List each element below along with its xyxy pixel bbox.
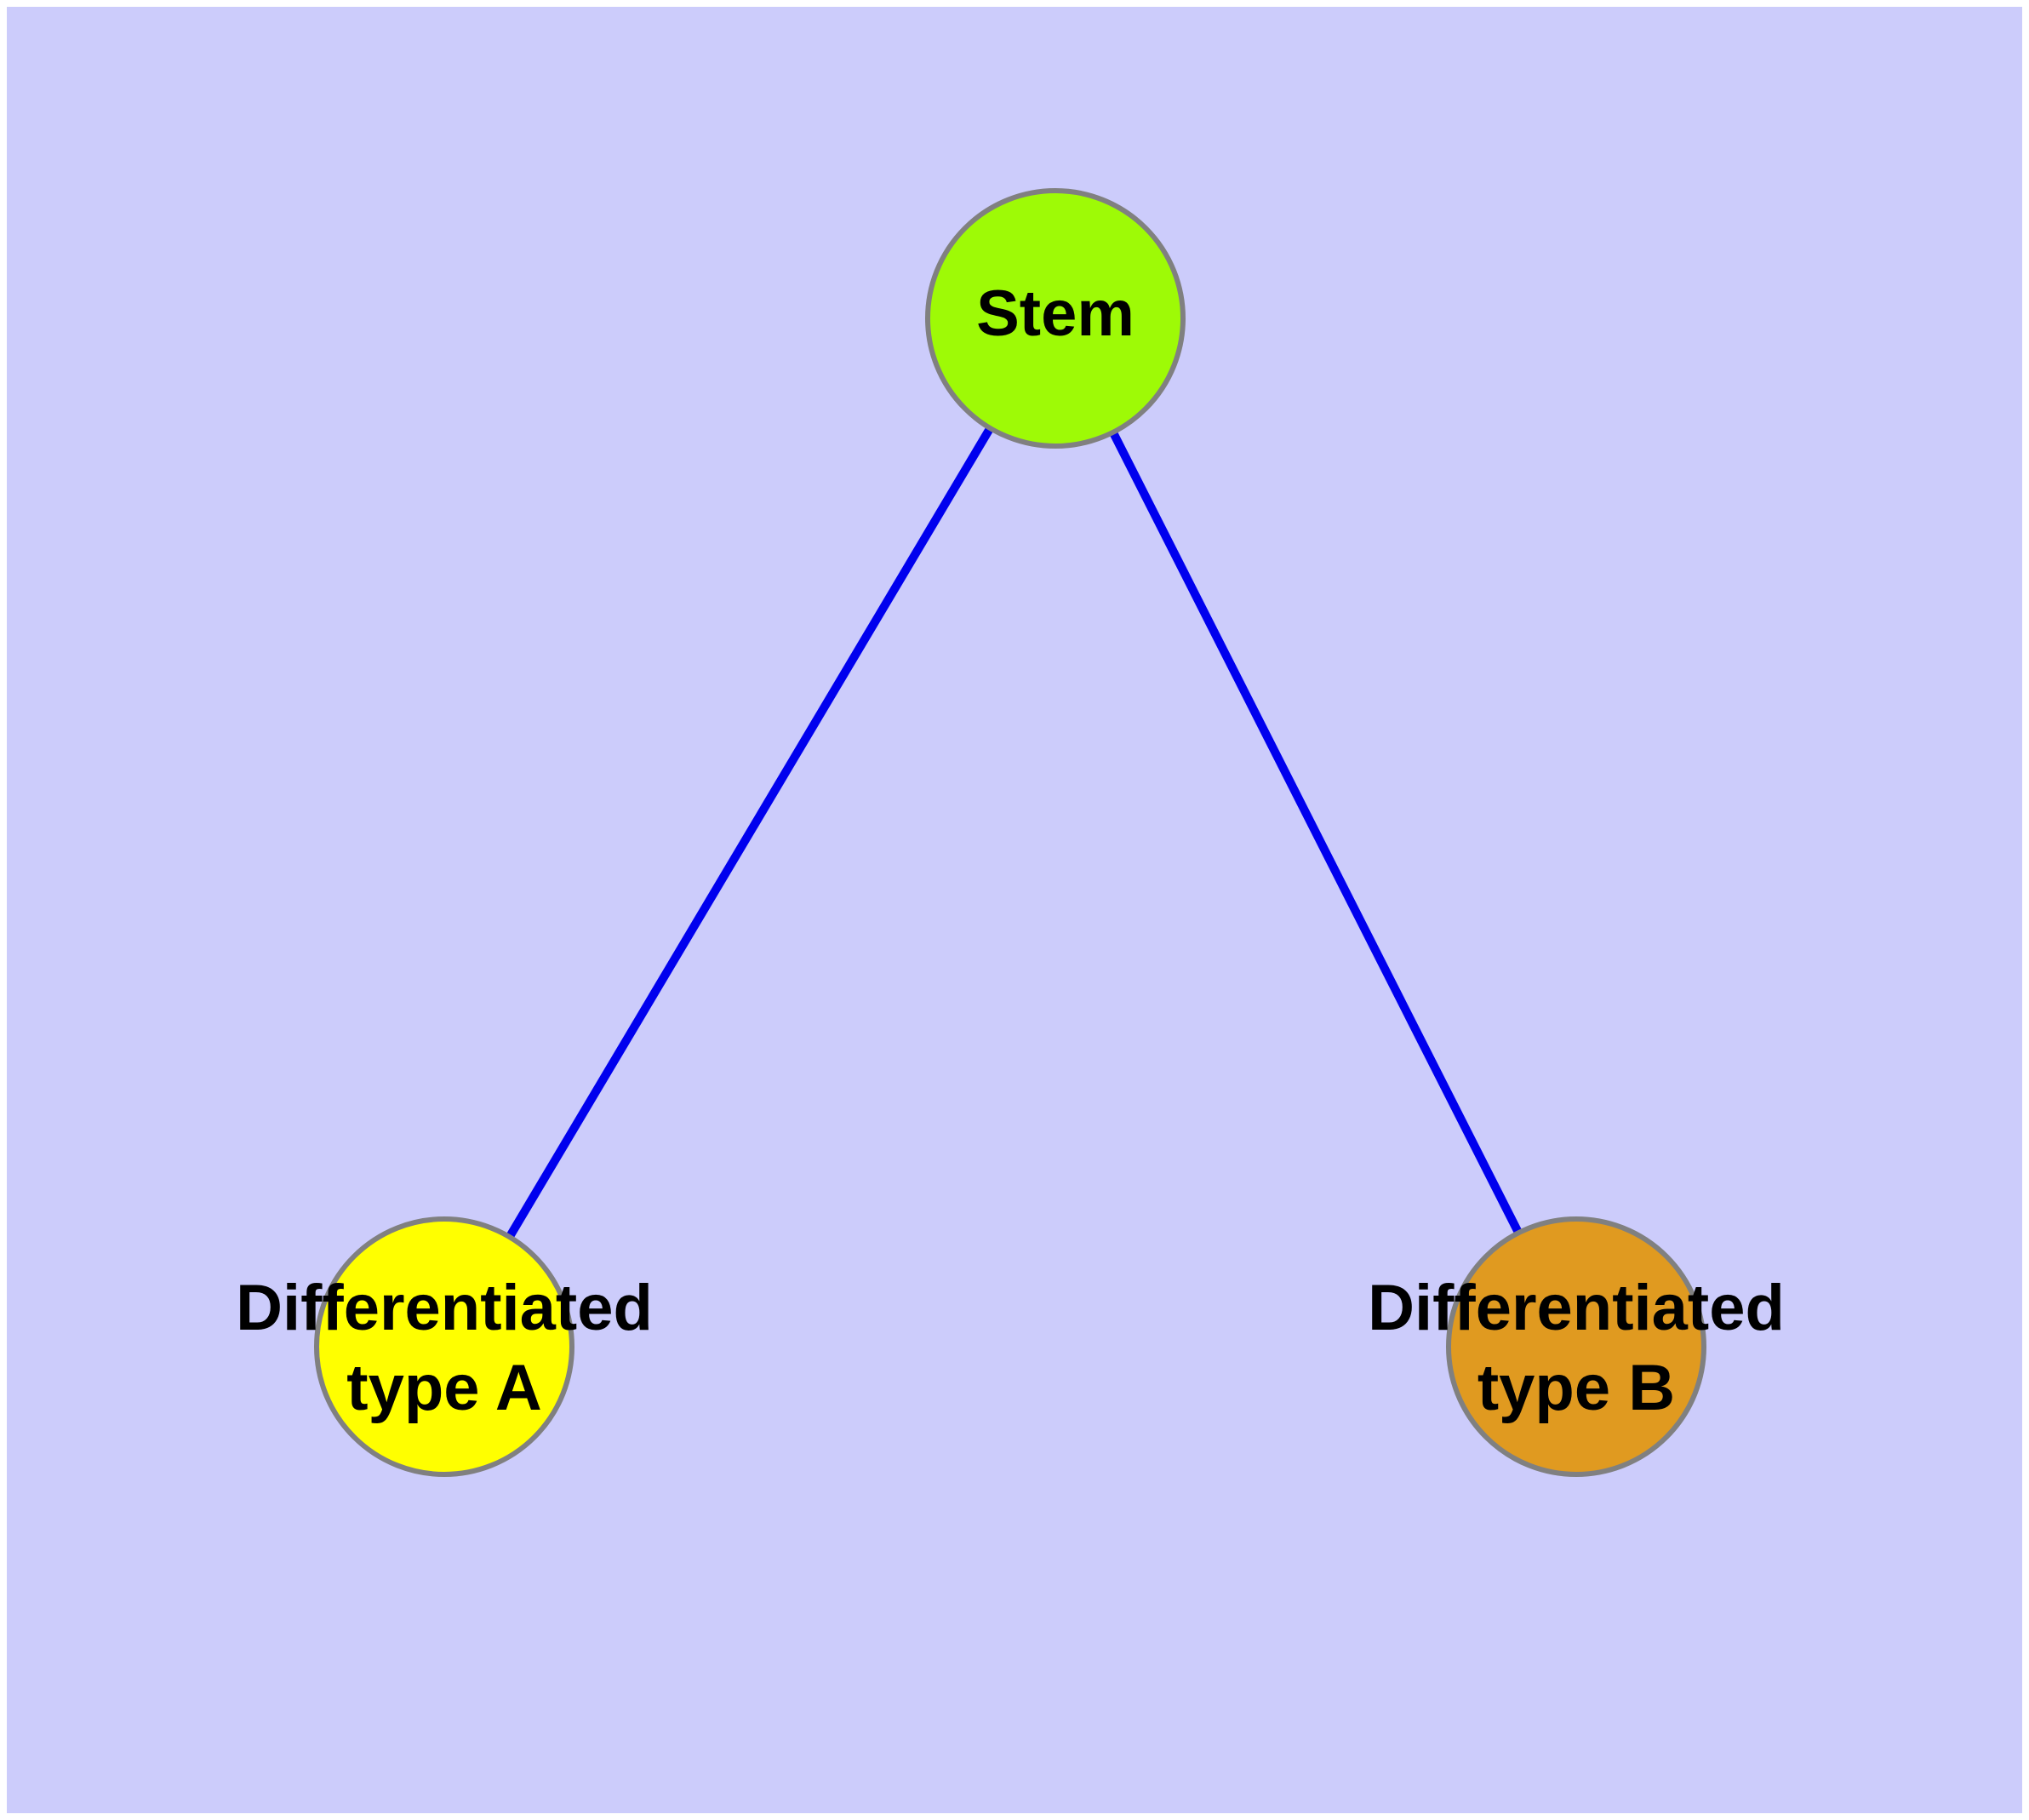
node-differentiated-type-b[interactable]: Differentiated type B <box>1368 1216 1785 1477</box>
node-stem[interactable]: Stem <box>925 188 1186 449</box>
node-stem-label: Stem <box>976 278 1135 350</box>
node-differentiated-type-a-label-line2: type A <box>346 1352 541 1424</box>
edge-layer <box>440 316 1580 1349</box>
node-differentiated-type-b-circle[interactable] <box>1446 1216 1706 1477</box>
node-layer: Stem Differentiated type A Differentiate… <box>236 188 1785 1477</box>
edge-stem-to-differentiated-type-a[interactable] <box>440 316 1060 1349</box>
node-differentiated-type-b-label-line1: Differentiated <box>1368 1272 1785 1344</box>
node-differentiated-type-b-label-line2: type B <box>1477 1352 1675 1424</box>
node-stem-circle[interactable] <box>925 188 1186 449</box>
node-differentiated-type-a[interactable]: Differentiated type A <box>236 1216 653 1477</box>
node-differentiated-type-a-circle[interactable] <box>314 1216 574 1477</box>
edge-stem-to-differentiated-type-b[interactable] <box>1051 316 1580 1349</box>
node-differentiated-type-a-label-line1: Differentiated <box>236 1272 653 1344</box>
